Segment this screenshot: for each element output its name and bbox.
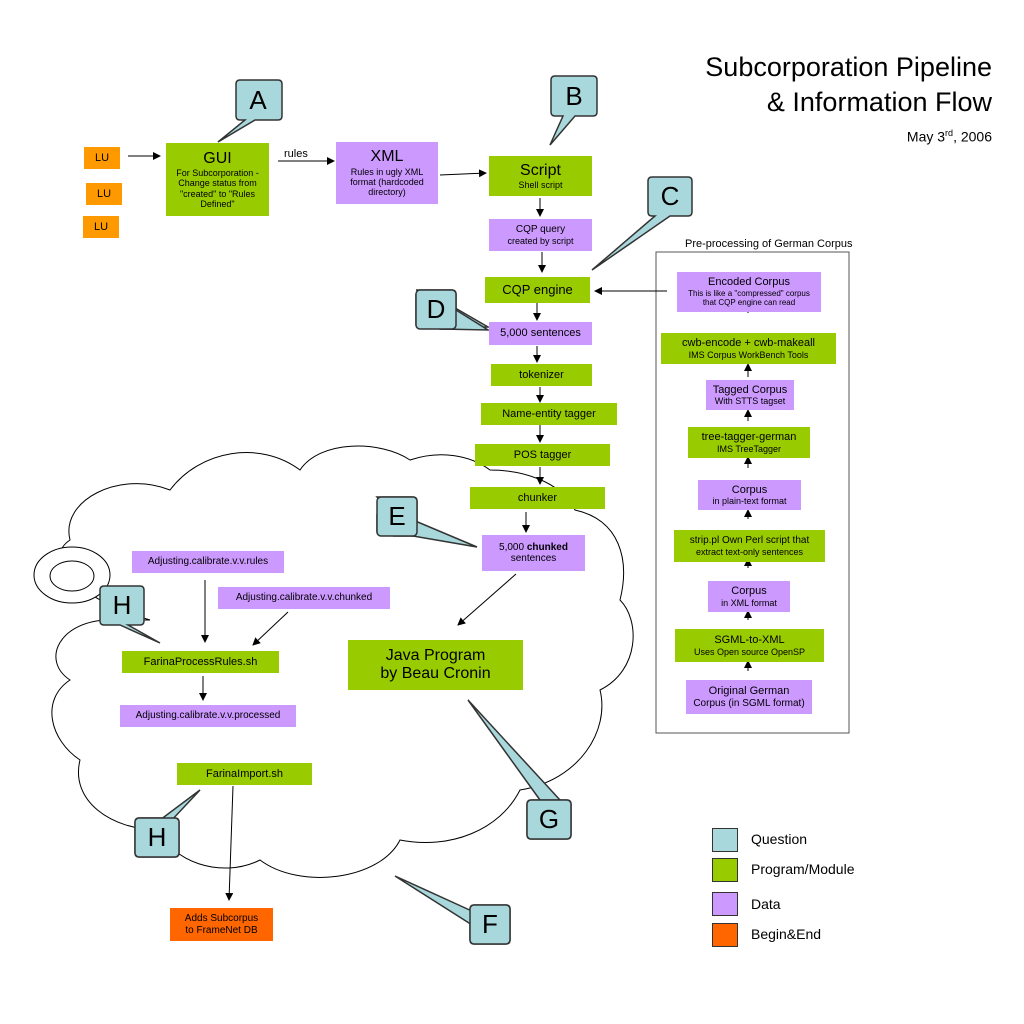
cqp-query-box: CQP query created by script [489,219,592,251]
script-box: Script Shell script [489,156,592,196]
tree-tagger-box: tree-tagger-german IMS TreeTagger [688,427,810,458]
encoded-line2: This is like a "compressed" corpus [688,289,810,299]
java-program-box: Java Program by Beau Cronin [348,640,523,690]
plain-corpus-box: Corpus in plain-text format [698,480,801,510]
java-line2: by Beau Cronin [380,665,491,682]
end-line2: to FrameNet DB [185,924,258,936]
script-title: Script [520,161,561,179]
sentences-box: 5,000 sentences [489,322,592,345]
treetagger-line1: tree-tagger-german [701,431,797,443]
encoded-corpus-box: Encoded Corpus This is like a "compresse… [677,272,821,312]
chunked-bold: chunked [526,541,568,553]
callout-h-bottom: H [147,822,167,852]
legend-label-program: Program/Module [751,861,855,877]
preprocessing-panel-border [655,251,850,734]
tagged-line1: Tagged Corpus [712,383,788,396]
callout-a: A [249,85,267,115]
callout-f: F [482,909,498,939]
cwb-line2: IMS Corpus WorkBench Tools [688,349,809,360]
xmlcorpus-line1: Corpus [731,585,767,597]
callout-d: D [426,294,446,324]
farina-import-box: FarinaImport.sh [177,763,312,785]
tagged-line2: With STTS tagset [714,396,786,407]
chunked-prefix: 5,000 [499,541,527,553]
xml-box: XML Rules in ugly XML format (hardcoded … [336,142,438,204]
legend-swatch-data [712,892,738,916]
chunker-box: chunker [470,487,605,509]
legend-swatch-question [712,828,738,852]
tokenizer-box: tokenizer [491,364,592,386]
legend-label-data: Data [751,896,781,912]
farina-process-rules-box: FarinaProcessRules.sh [122,651,279,673]
title-line-1: Subcorporation Pipeline [705,52,992,82]
strip-line2: extract text-only sentences [695,546,804,557]
cloud-chunked-box: Adjusting.calibrate.v.v.chunked [218,587,390,609]
legend-label-begin-end: Begin&End [751,926,822,942]
chunked-box: 5,000 chunked sentences [482,535,585,571]
lu-box-1: LU [84,147,120,169]
encoded-line1: Encoded Corpus [708,276,790,289]
rules-label: rules [284,148,308,160]
flow-arrows [128,152,752,901]
gui-title: GUI [203,149,232,167]
pos-tagger-box: POS tagger [475,444,610,466]
tagged-corpus-box: Tagged Corpus With STTS tagset [706,380,794,410]
encoded-line3: that CQP engine can read [702,298,796,308]
callout-e: E [388,501,406,531]
original-corpus-box: Original German Corpus (in SGML format) [686,680,812,714]
legend-label-question: Question [751,831,808,847]
cqp-query-line1: CQP query [515,224,566,236]
date-suffix: , 2006 [953,128,992,145]
gui-box: GUI For Subcorporation - Change status f… [166,143,269,216]
java-line1: Java Program [385,646,486,664]
date-prefix: May 3 [906,128,946,145]
strip-line1: strip.pl Own Perl script that [689,535,810,547]
xml-corpus-box: Corpus in XML format [708,581,790,612]
xml-desc: Rules in ugly XML format (hardcoded dire… [350,166,424,198]
ner-box: Name-entity tagger [481,403,617,425]
callout-b: B [565,81,583,111]
date: May 3rd, 2006 [907,128,992,145]
title-line-2: & Information Flow [766,87,992,117]
cwb-box: cwb-encode + cwb-makeall IMS Corpus Work… [661,333,836,364]
chunked-line2: sentences [510,553,557,564]
sgml-to-xml-box: SGML-to-XML Uses Open source OpenSP [675,629,824,662]
adds-subcorpus-box: Adds Subcorpus to FrameNet DB [170,908,273,941]
legend-swatch-program [712,858,738,882]
lu-box-2: LU [86,183,122,205]
original-line2: Corpus (in SGML format) [693,697,805,709]
preprocessing-heading: Pre-processing of German Corpus [685,238,853,250]
date-sup: rd [945,128,954,138]
sgml-line1: SGML-to-XML [714,634,785,646]
gui-desc: For Subcorporation - Change status from … [176,168,259,210]
plain-line1: Corpus [731,483,768,496]
plain-line2: in plain-text format [712,496,787,507]
script-desc: Shell script [518,180,563,191]
xml-title: XML [370,148,404,166]
sgml-line2: Uses Open source OpenSP [693,646,806,657]
cloud-rules-box: Adjusting.calibrate.v.v.rules [132,551,284,573]
strip-pl-box: strip.pl Own Perl script that extract te… [674,530,825,562]
cqp-query-line2: created by script [507,235,574,246]
callout-c: C [660,181,680,211]
cwb-line1: cwb-encode + cwb-makeall [682,337,815,349]
original-line1: Original German [708,684,790,697]
callout-g: G [538,804,560,834]
cloud-processed-box: Adjusting.calibrate.v.v.processed [120,705,296,727]
cqp-engine-box: CQP engine [485,277,590,303]
xmlcorpus-line2: in XML format [721,597,777,608]
legend-swatch-begin-end [712,923,738,947]
end-line1: Adds Subcorpus [184,913,259,924]
lu-box-3: LU [83,216,119,238]
callout-h-top: H [112,590,132,620]
treetagger-line2: IMS TreeTagger [716,443,782,454]
